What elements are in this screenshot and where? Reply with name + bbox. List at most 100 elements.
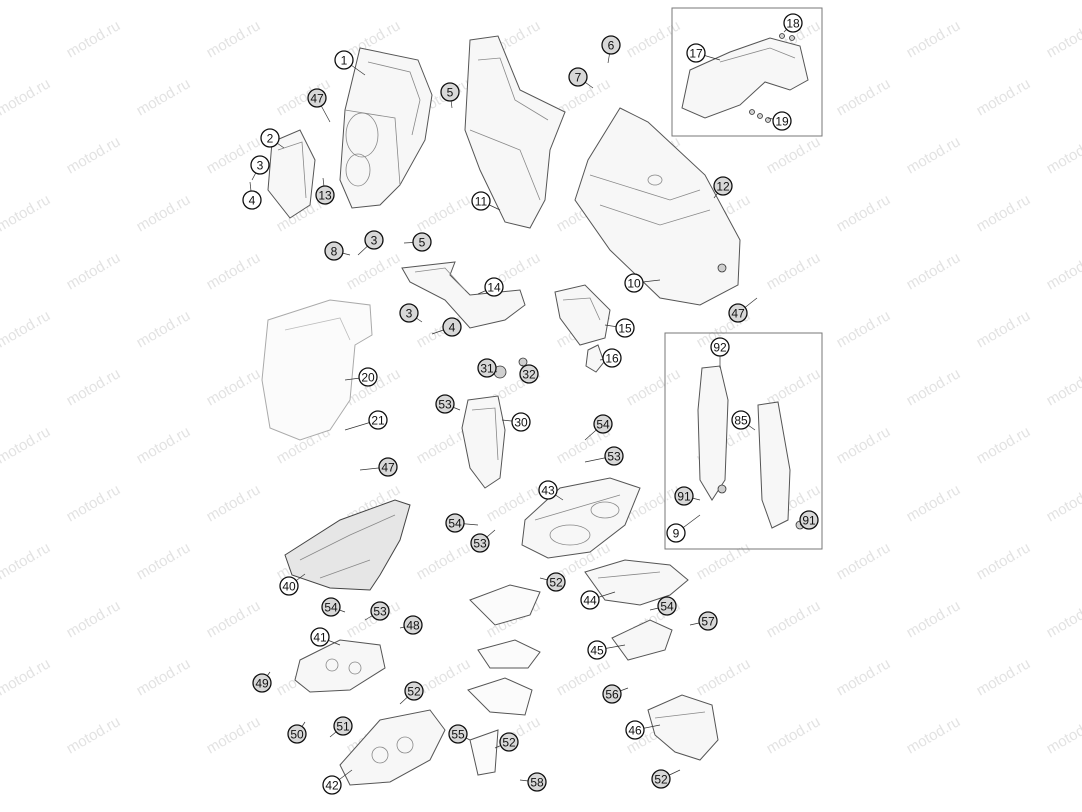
bracket-42-part [339, 709, 446, 786]
callout-circle [471, 191, 491, 211]
watermark-text: motod.ru [904, 249, 964, 293]
callout-circle [307, 88, 327, 108]
cover-15-part [554, 284, 611, 346]
watermark-text: motod.ru [204, 365, 264, 409]
callout-53: 53 [370, 601, 390, 621]
headlight-mask-part [339, 47, 433, 209]
callout-circle [674, 486, 694, 506]
callout-number: 91 [677, 490, 691, 504]
callout-17: 17 [686, 43, 706, 63]
callout-7: 7 [568, 67, 588, 87]
callout-circle [625, 720, 645, 740]
callout-6: 6 [601, 35, 621, 55]
callout-52: 52 [651, 769, 671, 789]
callout-circle [783, 13, 803, 33]
callout-circle [511, 412, 531, 432]
watermark-text: motod.ru [694, 0, 754, 3]
callout-57: 57 [698, 611, 718, 631]
callout-circle [499, 732, 519, 752]
watermark-text: motod.ru [204, 249, 264, 293]
callout-circle [334, 50, 354, 70]
callout-53: 53 [435, 394, 455, 414]
callout-number: 52 [407, 685, 421, 699]
callout-54: 54 [593, 414, 613, 434]
callout-number: 47 [731, 307, 745, 321]
callout-43: 43 [538, 480, 558, 500]
callout-14: 14 [484, 277, 504, 297]
callout-45: 45 [587, 640, 607, 660]
watermark-text: motod.ru [764, 249, 824, 293]
callout-number: 53 [373, 605, 387, 619]
callout-number: 6 [608, 39, 615, 53]
callout-1: 1 [334, 50, 354, 70]
watermark-text: motod.ru [204, 481, 264, 525]
callout-number: 4 [449, 321, 456, 335]
watermark-text: motod.ru [974, 423, 1034, 467]
watermark-text: motod.ru [274, 0, 334, 3]
watermark-text: motod.ru [974, 191, 1034, 235]
callout-58: 58 [527, 772, 547, 792]
watermark-text: motod.ru [0, 307, 53, 351]
callout-number: 52 [549, 576, 563, 590]
watermark-text: motod.ru [554, 0, 614, 3]
watermark-text: motod.ru [834, 191, 894, 235]
watermark-text: motod.ru [344, 249, 404, 293]
callout-49: 49 [252, 673, 272, 693]
callout-10: 10 [624, 273, 644, 293]
watermark-text: motod.ru [414, 0, 474, 3]
callout-number: 52 [502, 736, 516, 750]
callout-21: 21 [368, 410, 388, 430]
callout-circle [442, 317, 462, 337]
callout-number: 13 [318, 189, 332, 203]
watermark-text: motod.ru [0, 191, 53, 235]
callout-circle [593, 414, 613, 434]
watermark-text: motod.ru [904, 365, 964, 409]
callout-circle [587, 640, 607, 660]
watermark-text: motod.ru [0, 75, 53, 119]
bracket-41-part [294, 639, 386, 693]
watermark-text: motod.ru [134, 191, 194, 235]
callout-circle [519, 364, 539, 384]
callout-51: 51 [333, 716, 353, 736]
callout-number: 42 [325, 779, 339, 793]
watermark-text: motod.ru [0, 423, 53, 467]
fork-guard-inset-frame [664, 332, 823, 550]
callout-52: 52 [499, 732, 519, 752]
callout-number: 40 [282, 580, 296, 594]
watermark-text: motod.ru [1044, 481, 1082, 525]
callout-16: 16 [602, 348, 622, 368]
callout-number: 30 [514, 416, 528, 430]
callout-number: 12 [716, 180, 730, 194]
callout-number: 16 [605, 352, 619, 366]
callout-4: 4 [242, 190, 262, 210]
callout-circle [279, 576, 299, 596]
callout-number: 3 [371, 234, 378, 248]
callout-number: 20 [361, 371, 375, 385]
callout-3: 3 [364, 230, 384, 250]
callout-circle [358, 367, 378, 387]
watermark-text: motod.ru [0, 539, 53, 583]
strip-bracket-part [401, 261, 526, 329]
callout-number: 31 [480, 362, 494, 376]
callout-number: 92 [713, 341, 727, 355]
center-rear-stack [467, 584, 541, 776]
watermark-text: motod.ru [904, 597, 964, 641]
watermark-text: motod.ru [974, 307, 1034, 351]
callout-number: 21 [371, 414, 385, 428]
watermark-text: motod.ru [1044, 133, 1082, 177]
callout-circle [324, 241, 344, 261]
callout-number: 14 [487, 281, 501, 295]
watermark-text: motod.ru [204, 597, 264, 641]
callout-54: 54 [321, 597, 341, 617]
callout-circle [604, 446, 624, 466]
callout-circle [370, 601, 390, 621]
callout-circle [440, 82, 460, 102]
tail-section-part [584, 559, 689, 606]
watermark-text: motod.ru [974, 75, 1034, 119]
callout-number: 49 [255, 677, 269, 691]
callout-circle [615, 318, 635, 338]
callout-number: 56 [605, 688, 619, 702]
callout-number: 8 [331, 245, 338, 259]
callout-20: 20 [358, 367, 378, 387]
callout-47: 47 [728, 303, 748, 323]
